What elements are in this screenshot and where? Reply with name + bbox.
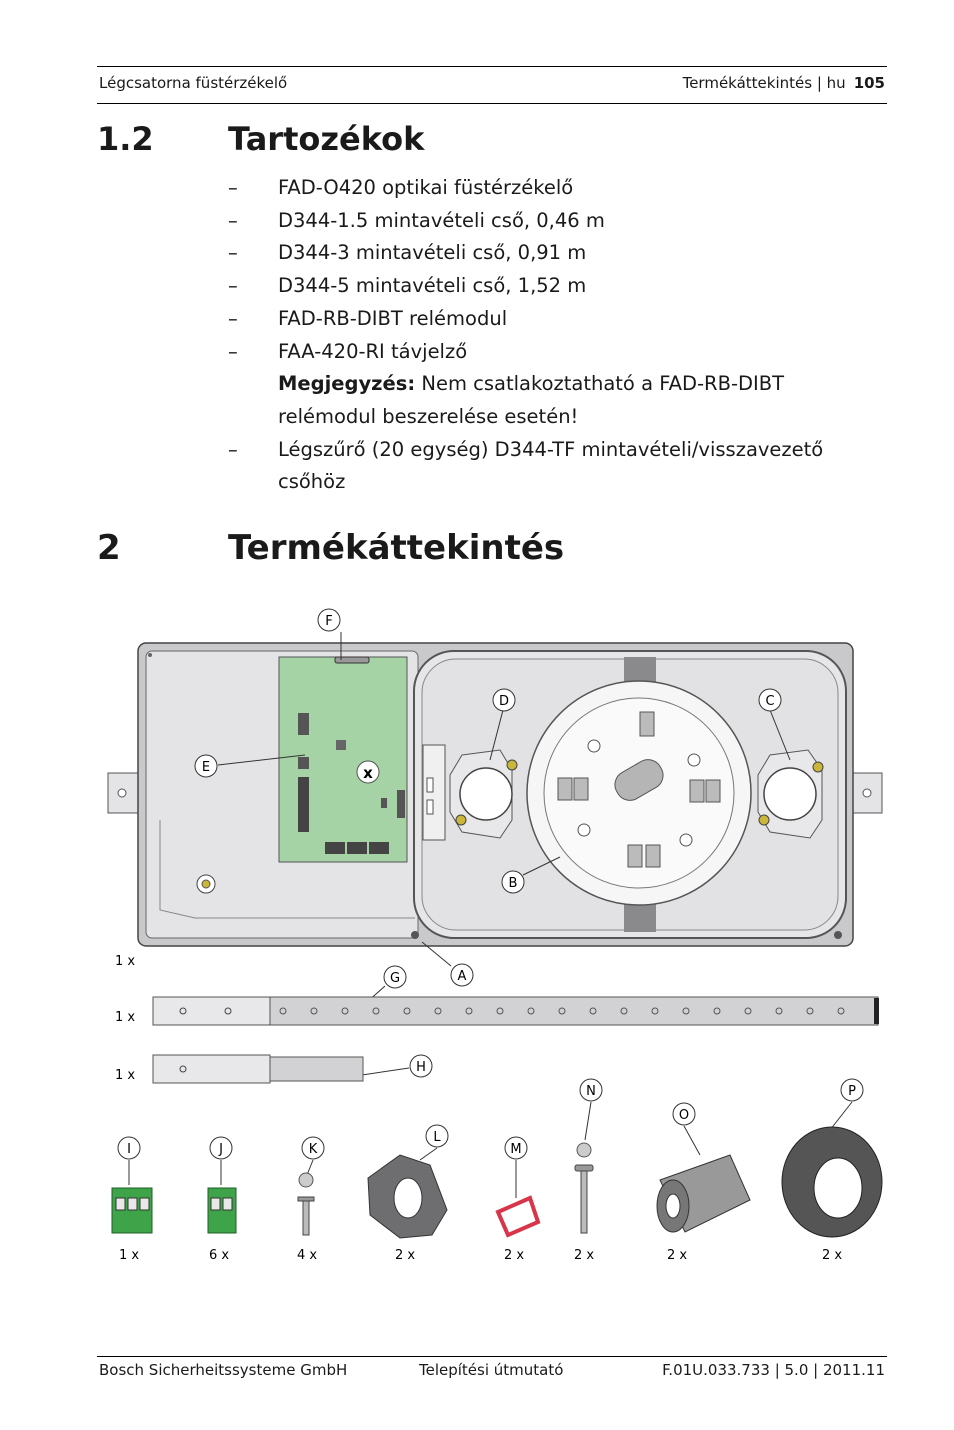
callout-N: N <box>579 1078 603 1102</box>
product-overview-figure: x F E <box>107 608 883 1263</box>
callout-D: D <box>492 688 516 712</box>
rubber-gasket <box>781 1126 883 1238</box>
page-footer: Bosch Sicherheitssysteme GmbH Telepítési… <box>97 1356 887 1387</box>
note: Megjegyzés: Nem csatlakoztatható a FAD-R… <box>278 372 785 396</box>
note-continuation: relémodul beszerelése esetén! <box>278 404 579 428</box>
qty-m: 2 x <box>504 1248 524 1263</box>
return-tube <box>152 1054 364 1084</box>
callout-A: A <box>450 963 474 987</box>
svg-text:N: N <box>586 1084 596 1099</box>
callout-F: F <box>317 608 341 632</box>
qty-p: 2 x <box>822 1248 842 1263</box>
qty-main: 1 x <box>115 954 135 969</box>
header-section-label: Termékáttekintés | hu <box>682 74 846 92</box>
list-item: –FAD-RB-DIBT relémodul <box>228 306 508 330</box>
section-number: 1.2 <box>97 120 154 158</box>
callout-H: H <box>409 1054 433 1078</box>
sampling-tube-long <box>152 996 879 1026</box>
callout-J: J <box>209 1136 233 1160</box>
svg-text:O: O <box>679 1108 689 1123</box>
svg-text:J: J <box>218 1142 223 1157</box>
callout-P: P <box>840 1078 864 1102</box>
callout-L: L <box>425 1124 449 1148</box>
svg-text:H: H <box>416 1060 426 1075</box>
header-doc-title: Légcsatorna füstérzékelő <box>99 74 288 92</box>
qty-o: 2 x <box>667 1248 687 1263</box>
callout-I: I <box>117 1136 141 1160</box>
callout-B: B <box>501 870 525 894</box>
long-screw <box>574 1142 594 1234</box>
svg-text:D: D <box>499 694 509 709</box>
qty-h: 1 x <box>115 1068 135 1083</box>
callout-O: O <box>672 1102 696 1126</box>
svg-text:I: I <box>127 1142 131 1157</box>
svg-text:K: K <box>309 1142 318 1157</box>
svg-text:L: L <box>433 1130 441 1145</box>
board-x-mark: x <box>363 764 373 782</box>
terminal-block-3-pole <box>111 1187 153 1234</box>
note-label: Megjegyzés: <box>278 372 416 396</box>
svg-text:G: G <box>390 971 400 986</box>
page-header: Légcsatorna füstérzékelő Termékáttekinté… <box>97 66 887 104</box>
mounting-flange <box>367 1154 448 1239</box>
red-clip <box>495 1195 541 1238</box>
list-item: –D344-3 mintavételi cső, 0,91 m <box>228 241 587 265</box>
list-item: –Légszűrő (20 egység) D344-TF mintavétel… <box>228 437 824 461</box>
svg-text:P: P <box>848 1084 856 1099</box>
svg-text:F: F <box>325 614 332 629</box>
header-section: Termékáttekintés | hu 105 <box>683 74 885 92</box>
svg-text:E: E <box>202 760 210 775</box>
qty-n: 2 x <box>574 1248 594 1263</box>
section-number: 2 <box>97 528 121 568</box>
svg-text:M: M <box>510 1142 521 1157</box>
callout-C: C <box>758 688 782 712</box>
accessory-list: –FAD-O420 optikai füstérzékelő –D344-1.5… <box>228 172 868 499</box>
qty-g: 1 x <box>115 1010 135 1025</box>
qty-k: 4 x <box>297 1248 317 1263</box>
section-title: Termékáttekintés <box>228 528 565 568</box>
svg-text:A: A <box>458 969 467 984</box>
callout-M: M <box>504 1136 528 1160</box>
callout-G: G <box>383 965 407 989</box>
callout-K: K <box>301 1136 325 1160</box>
pipe-port-left <box>449 749 518 839</box>
svg-text:C: C <box>765 694 774 709</box>
section-title: Tartozékok <box>228 120 425 158</box>
qty-i: 1 x <box>119 1248 139 1263</box>
svg-text:B: B <box>509 876 518 891</box>
footer-company: Bosch Sicherheitssysteme GmbH <box>99 1361 348 1379</box>
page-number: 105 <box>853 74 885 92</box>
small-screw <box>297 1172 315 1236</box>
qty-j: 6 x <box>209 1248 229 1263</box>
footer-doc-type: Telepítési útmutató <box>419 1361 564 1379</box>
air-filter <box>656 1154 751 1233</box>
list-item-continuation: csőhöz <box>278 470 346 494</box>
list-item: –D344-5 mintavételi cső, 1,52 m <box>228 274 587 298</box>
callout-lines <box>217 632 791 1076</box>
callout-E: E <box>194 754 218 778</box>
pipe-port-right <box>757 749 824 839</box>
small-part-callout-lines <box>128 1101 853 1198</box>
terminal-block-2-pole <box>207 1187 237 1234</box>
detector-base <box>526 680 752 906</box>
relay-board: x <box>278 656 408 863</box>
list-item: –D344-1.5 mintavételi cső, 0,46 m <box>228 208 605 232</box>
list-item: –FAA-420-RI távjelző <box>228 339 468 363</box>
list-item: –FAD-O420 optikai füstérzékelő <box>228 176 574 199</box>
qty-l: 2 x <box>395 1248 415 1263</box>
footer-doc-number: F.01U.033.733 | 5.0 | 2011.11 <box>662 1361 885 1379</box>
